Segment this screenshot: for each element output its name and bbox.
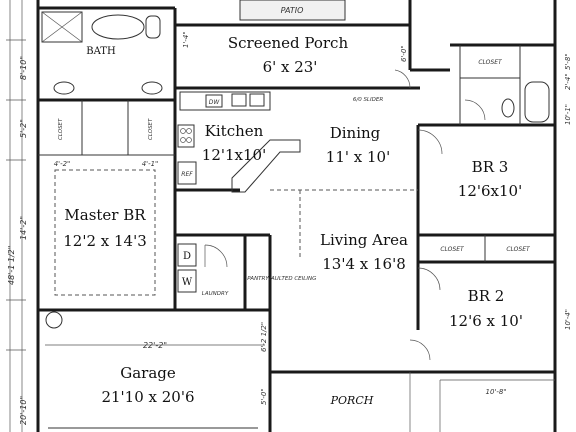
dim-6-2: 6'-2 1/2"	[260, 322, 268, 352]
dim-1-4: 1'-4"	[182, 31, 190, 48]
screened-porch-size: 6' x 23'	[263, 58, 318, 76]
br2-name: BR 2	[468, 287, 505, 305]
dim-10-1: 10'-1"	[564, 104, 572, 125]
closet-master-right: CLOSET	[148, 118, 154, 140]
br3-size: 12'6x10'	[458, 182, 522, 200]
screened-porch-name: Screened Porch	[228, 34, 349, 52]
closet-master-left: CLOSET	[58, 118, 64, 140]
kitchen-fixtures	[177, 91, 301, 193]
dw-label: DW	[209, 99, 221, 106]
dim-4-1: 4'-1"	[142, 160, 159, 168]
slider-label: 6/0 SLIDER	[353, 97, 383, 103]
laundry-label: LAUNDRY	[202, 291, 229, 297]
closet-br3: CLOSET	[440, 246, 465, 253]
vaulted-label: VAULTED CEILING	[268, 276, 317, 282]
pantry-label: PANTRY	[247, 276, 269, 282]
dining-name: Dining	[330, 124, 381, 142]
kitchen-size: 12'1x10'	[202, 146, 266, 164]
master-name: Master BR	[64, 206, 146, 224]
patio-label: PATIO	[281, 6, 304, 15]
dim-2-4: 2'-4"	[564, 73, 572, 90]
kitchen-name: Kitchen	[205, 122, 264, 140]
dim-8-10: 8'-10"	[19, 56, 28, 80]
dining-size: 11' x 10'	[326, 148, 390, 166]
door-swings	[394, 69, 486, 361]
dim-14-2: 14'-2"	[19, 216, 28, 240]
garage-size: 21'10 x 20'6	[101, 388, 194, 406]
laundry-fixtures	[177, 243, 228, 293]
br3-name: BR 3	[472, 158, 509, 176]
exterior-walls	[36, 0, 557, 432]
dim-5-8: 5'-8"	[564, 53, 572, 70]
dim-5-2: 5'-2"	[19, 119, 28, 138]
closet-upper-right: CLOSET	[478, 59, 503, 66]
interior-walls	[38, 25, 555, 330]
left-dimension-lines	[6, 0, 26, 432]
dim-10-4: 10'-4"	[564, 309, 572, 330]
dim-6-0: 6'-0"	[400, 45, 408, 62]
master-size: 12'2 x 14'3	[63, 232, 147, 250]
living-name: Living Area	[320, 231, 408, 249]
living-size: 13'4 x 16'8	[322, 255, 406, 273]
bath-fixtures	[41, 11, 550, 123]
dim-4-2: 4'-2"	[54, 160, 71, 168]
dim-48: 48'-1 1/2"	[7, 246, 16, 285]
bath-label: BATH	[86, 46, 116, 57]
dashed-boundaries	[54, 169, 418, 296]
ref-label: REF	[181, 171, 193, 178]
porch-name: PORCH	[330, 394, 374, 407]
dim-20-10: 20'-10"	[19, 396, 28, 425]
water-heater-icon	[45, 311, 63, 329]
br2-size: 12'6 x 10'	[449, 312, 523, 330]
dryer-label: D	[183, 251, 191, 262]
closet-br2: CLOSET	[506, 246, 531, 253]
patio-area	[239, 0, 346, 21]
washer-label: W	[182, 277, 193, 288]
porch-steps	[409, 372, 555, 432]
garage-name: Garage	[120, 364, 176, 382]
dim-22-2: 22'-2"	[143, 341, 167, 350]
dim-5-0: 5'-0"	[260, 388, 268, 405]
dim-10-8: 10'-8"	[485, 388, 506, 396]
